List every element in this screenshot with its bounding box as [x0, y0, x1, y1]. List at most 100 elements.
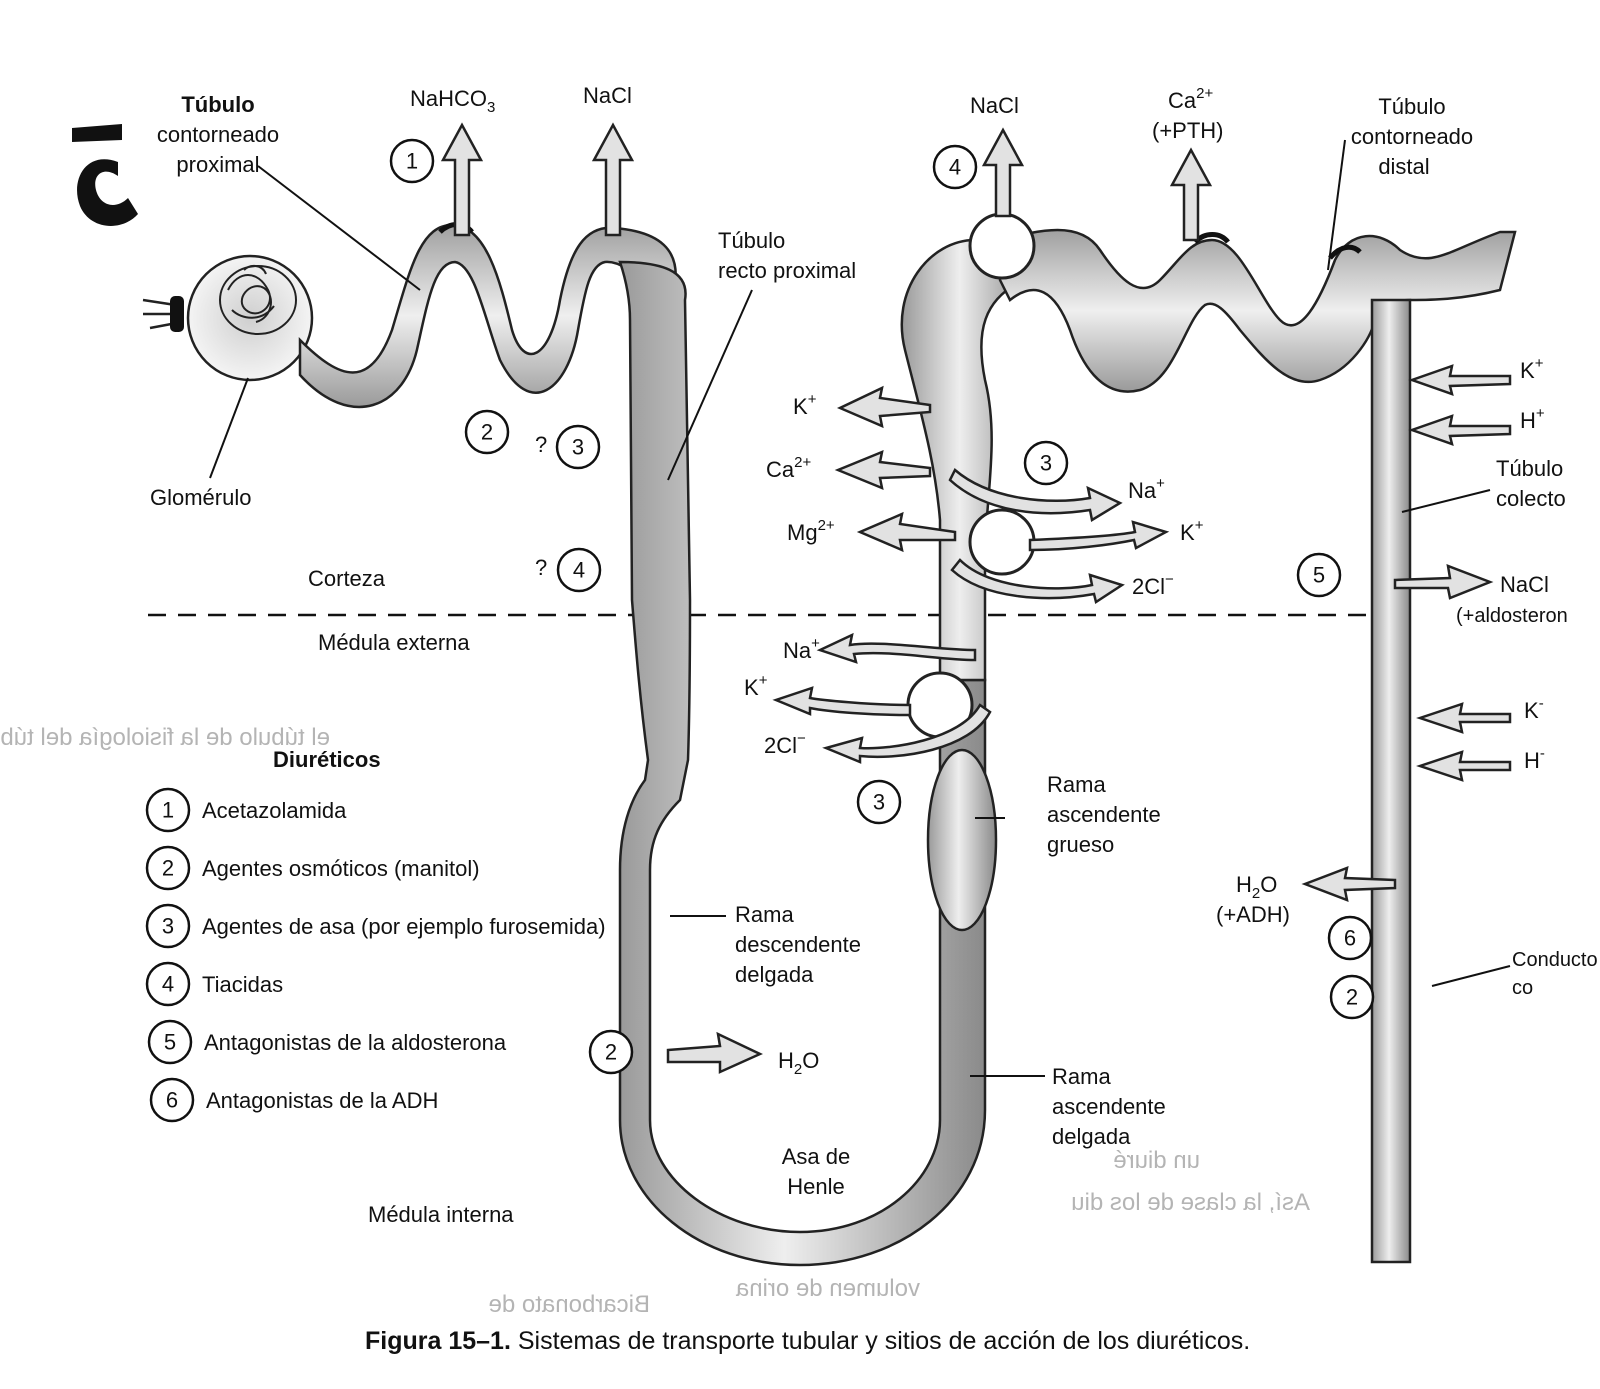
label-tcp-1: Túbulo [181, 92, 254, 117]
site-3-thick: 3 [1023, 440, 1069, 486]
label-asc-grueso-2: ascendente [1047, 802, 1161, 827]
arrow-k-in [1028, 520, 1170, 552]
arrow-h2o-loop [666, 1031, 763, 1074]
label-na-in: Na+ [1128, 475, 1165, 503]
label-nahco3: NaHCO3 [410, 86, 495, 116]
arrow-k-collect [1408, 364, 1512, 396]
arrow-k-out [836, 385, 932, 429]
site-3-prox: 3 [555, 424, 601, 470]
diuretics-legend: Diuréticos 1 Acetazolamida 2 Agentes osm… [145, 747, 606, 1123]
label-question-3: ? [535, 432, 547, 457]
legend-title: Diuréticos [273, 747, 381, 772]
legend-item: 3 Agentes de asa (por ejemplo furosemida… [145, 903, 606, 949]
legend-item-number: 2 [162, 856, 174, 881]
label-conducto-2: co [1512, 977, 1533, 999]
legend-item-number: 6 [166, 1088, 178, 1113]
arrow-h2o-adh [1301, 866, 1397, 902]
label-asc-delg-1: Rama [1052, 1064, 1111, 1089]
arrow-mg-out [856, 511, 957, 553]
svg-text:3: 3 [873, 790, 885, 815]
label-tcd-2: contorneado [1351, 124, 1473, 149]
bleed-line-5: volumen de orina [735, 1275, 920, 1302]
label-asc-delg-3: delgada [1052, 1124, 1131, 1149]
label-h2o-loop: H2O [778, 1048, 819, 1078]
legend-item-label: Antagonistas de la ADH [206, 1088, 438, 1113]
label-corteza: Corteza [308, 566, 386, 591]
legend-item-label: Acetazolamida [202, 798, 347, 823]
arrow-k-lower-collect [1416, 702, 1512, 734]
label-na-lower: Na+ [783, 635, 820, 663]
label-asc-grueso-1: Rama [1047, 772, 1106, 797]
label-h2o-adh: H2O [1236, 872, 1277, 902]
arrow-nacl-prox-up [591, 122, 635, 237]
label-cl-in: 2Cl− [1132, 571, 1174, 599]
arrow-cl-in [950, 558, 1125, 605]
transport-arrows [440, 122, 1512, 1074]
label-recto-2: recto proximal [718, 258, 856, 283]
label-tcp-2: contorneado [157, 122, 279, 147]
label-ca-out: Ca2+ [766, 454, 811, 482]
bleed-line-4: Bicarbonato de [489, 1291, 650, 1318]
label-nacl-collect: NaCl [1500, 572, 1549, 597]
label-k-in: K+ [1180, 517, 1204, 545]
figure-caption: Figura 15–1. Sistemas de transporte tubu… [365, 1327, 1250, 1355]
svg-text:2: 2 [481, 420, 493, 445]
label-tcd-3: distal [1378, 154, 1429, 179]
svg-text:4: 4 [573, 558, 585, 583]
arrow-nacl-collect [1393, 564, 1494, 600]
legend-item-number: 3 [162, 914, 174, 939]
svg-text:5: 5 [1313, 563, 1325, 588]
legend-item: 6 Antagonistas de la ADH [149, 1077, 438, 1123]
site-5: 5 [1296, 552, 1342, 598]
arrow-cl-lower [822, 703, 992, 764]
label-tcp-3: proximal [176, 152, 259, 177]
leader-lines [209, 139, 1511, 1077]
legend-item: 4 Tiacidas [145, 961, 283, 1007]
legend-item-number: 5 [164, 1030, 176, 1055]
bleed-line-3: un diuré [1113, 1147, 1200, 1174]
site-2-loop: 2 [588, 1029, 634, 1075]
label-aldosterona: (+aldosteron [1456, 605, 1568, 627]
legend-item: 5 Antagonistas de la aldosterona [147, 1019, 507, 1065]
arrow-h-lower-collect [1416, 750, 1512, 782]
legend-item-number: 1 [162, 798, 174, 823]
arrow-k-lower [772, 686, 912, 717]
label-desc-2: descendente [735, 932, 861, 957]
label-pth: (+PTH) [1152, 118, 1224, 143]
label-h-lower-collect: H- [1524, 745, 1545, 773]
site-1-top: 1 [389, 138, 435, 184]
nephron-tube [298, 222, 1517, 1267]
label-ca: Ca2+ [1168, 85, 1213, 113]
label-cl-lower: 2Cl− [764, 730, 806, 758]
arrow-na-lower [816, 632, 977, 664]
label-colector-1: Túbulo [1496, 456, 1563, 481]
label-h-collect: H+ [1520, 405, 1545, 433]
label-conducto-1: Conducto [1512, 949, 1598, 971]
label-recto-1: Túbulo [718, 228, 785, 253]
label-mg-out: Mg2+ [787, 517, 835, 545]
label-asa-2: Henle [787, 1174, 844, 1199]
label-nacl-proximal: NaCl [583, 83, 632, 108]
site-3-lower: 3 [856, 779, 902, 825]
legend-item: 2 Agentes osmóticos (manitol) [145, 845, 480, 891]
region-labels: Túbulo contorneado proximal NaHCO3 NaCl … [150, 83, 1598, 1227]
label-desc-1: Rama [735, 902, 794, 927]
svg-text:6: 6 [1344, 926, 1356, 951]
arrow-ca-up [1169, 147, 1213, 242]
label-medula-externa: Médula externa [318, 630, 470, 655]
label-nacl-distal: NaCl [970, 93, 1019, 118]
svg-text:4: 4 [949, 155, 961, 180]
site-4-prox: 4 [556, 547, 602, 593]
legend-item-number: 4 [162, 972, 174, 997]
label-desc-3: delgada [735, 962, 814, 987]
site-4-top: 4 [932, 144, 978, 190]
arrow-nahco3-up [440, 122, 484, 237]
svg-text:2: 2 [1346, 985, 1358, 1010]
label-k-out: K+ [793, 391, 817, 419]
label-question-4: ? [535, 555, 547, 580]
arrow-na-in [948, 468, 1123, 522]
label-asc-grueso-3: grueso [1047, 832, 1114, 857]
label-asa-1: Asa de [782, 1144, 851, 1169]
legend-item-label: Agentes de asa (por ejemplo furosemida) [202, 914, 606, 939]
arrow-nacl-distal-up [981, 127, 1025, 218]
